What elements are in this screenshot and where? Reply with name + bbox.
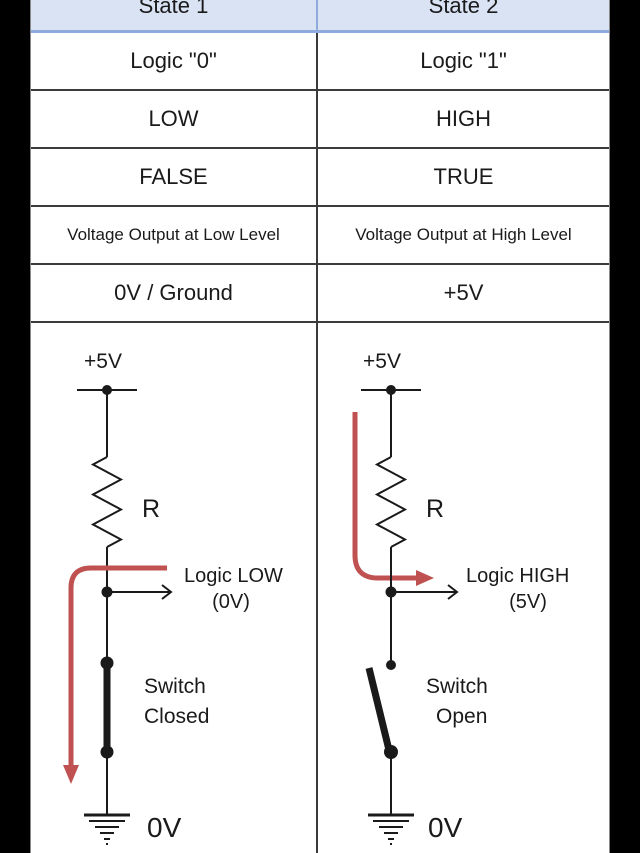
output-arrow-head: [447, 584, 459, 600]
left-black-margin: [0, 0, 30, 853]
resistor-label: R: [142, 495, 160, 523]
header-cell-state2: State 2: [318, 0, 609, 30]
current-arrow-right-head: [416, 570, 434, 586]
circuit-state1-cell: +5V R Logic LOW: [31, 323, 318, 853]
output-label: Logic LOW: [184, 565, 283, 587]
cell-true: TRUE: [433, 164, 494, 189]
ground-voltage-label: 0V: [147, 812, 182, 843]
table-row-low-high: LOW HIGH: [31, 91, 609, 149]
circuit-diagram-switch-closed: +5V R Logic LOW: [63, 350, 283, 845]
header-cell-state1: State 1: [31, 0, 318, 30]
circuit-state2-cell: +5V R Logic HIG: [318, 323, 609, 853]
cell-voltage-low-desc: Voltage Output at Low Level: [31, 207, 318, 263]
supply-voltage-label: +5V: [363, 350, 401, 373]
switch-state-label-line2: Open: [436, 705, 487, 728]
switch-top-contact-dot: [386, 660, 396, 670]
output-voltage-label: (0V): [212, 591, 250, 613]
switch-bottom-contact-dot: [100, 745, 114, 759]
switch-state-label-line1: Switch: [426, 675, 488, 698]
switch-state-label-line2: Closed: [144, 705, 209, 728]
current-arrow-down: [68, 565, 167, 767]
logic-states-table: State 1 State 2 Logic "0" Logic "1" LOW …: [30, 0, 610, 853]
header-label-state1: State 1: [138, 0, 209, 18]
cell-0v-ground: 0V / Ground: [31, 265, 318, 321]
ground-voltage-label: 0V: [428, 812, 463, 843]
output-voltage-label: (5V): [509, 591, 547, 613]
circuit-diagram-switch-open: +5V R Logic HIG: [352, 350, 569, 845]
right-black-margin: [610, 0, 640, 853]
cell-plus5v: +5V: [443, 280, 484, 305]
table-header-row: State 1 State 2: [31, 0, 609, 33]
ground-symbol: [84, 813, 130, 845]
resistor-symbol: [374, 456, 408, 548]
cell-high: HIGH: [436, 106, 491, 131]
cell-voltage-high-desc: Voltage Output at High Level: [355, 225, 572, 244]
table-row-voltage-description: Voltage Output at Low Level Voltage Outp…: [31, 207, 609, 265]
switch-state-label-line1: Switch: [144, 675, 206, 698]
switch-open-blade: [365, 667, 393, 751]
current-arrow-down-head: [63, 765, 79, 784]
header-label-state2: State 2: [428, 0, 499, 18]
table-row-circuits: +5V R Logic LOW: [31, 323, 609, 853]
output-arrow-head: [161, 584, 173, 600]
current-arrow-right: [352, 412, 418, 581]
cell-false: FALSE: [31, 149, 318, 205]
output-label: Logic HIGH: [466, 565, 569, 587]
ground-symbol: [368, 813, 414, 845]
table-row-voltage-value: 0V / Ground +5V: [31, 265, 609, 323]
supply-voltage-label: +5V: [84, 350, 122, 373]
cell-logic0: Logic "0": [31, 33, 318, 89]
cell-logic1: Logic "1": [420, 48, 507, 73]
switch-bottom-contact-dot: [384, 745, 398, 759]
resistor-label: R: [426, 495, 444, 523]
table-row-false-true: FALSE TRUE: [31, 149, 609, 207]
resistor-symbol: [90, 456, 124, 548]
cell-low: LOW: [31, 91, 318, 147]
table-row-logic-value: Logic "0" Logic "1": [31, 33, 609, 91]
